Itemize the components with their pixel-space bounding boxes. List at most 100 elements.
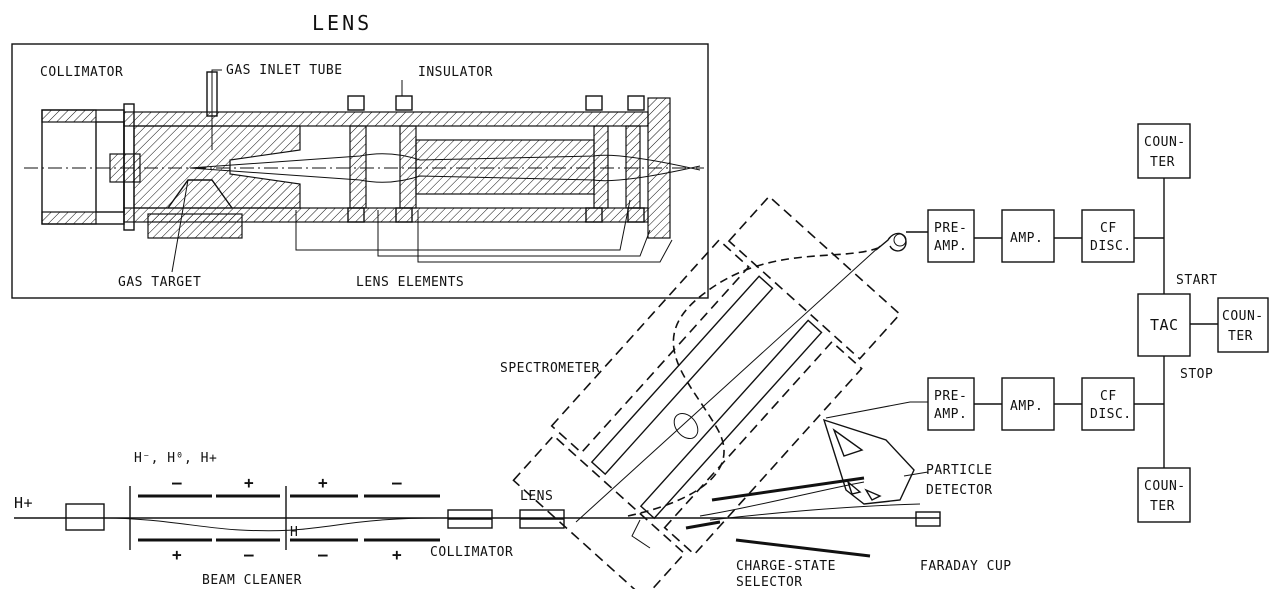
amp-bottom-label: AMP. [1010,399,1043,414]
lens-element-3 [415,139,595,195]
sign-bottom-2: – [244,545,254,564]
cf-disc-top-line1: CF [1100,221,1117,236]
particle-detector-element-1 [832,428,864,457]
label-detector: DETECTOR [926,483,993,498]
faraday-cup [915,511,941,527]
particle-detector-element-3 [864,488,882,501]
insulator-6 [395,207,413,223]
tube-top-wall [123,111,649,127]
sign-bottom-3: – [318,545,328,564]
counter-top-line2: TER [1150,155,1175,170]
label-particle: PARTICLE [926,463,993,478]
lens-element-5 [625,125,641,209]
selector-plate-short [685,520,721,530]
sign-top-2: + [244,473,254,492]
amp-top [1001,209,1055,263]
collimator-top-wall [41,109,97,123]
collimator-bottom-wall [41,211,97,225]
label-collimator-inset: COLLIMATOR [40,65,123,80]
lens-element-1 [349,125,367,209]
electron-detector-coil [893,233,907,247]
insulator-1 [347,95,365,111]
lens-element-2 [399,125,417,209]
insulator-3 [585,95,603,111]
spectrometer-shield-upper [550,238,750,454]
sign-bottom-4: + [392,545,402,564]
spectrometer-exit-block [727,195,901,360]
label-lens-elements: LENS ELEMENTS [356,275,464,290]
beam-envelope-bottom [189,165,701,183]
insulator-8 [627,207,645,223]
cf-disc-top [1081,209,1135,263]
preamp-bottom-line2: AMP. [934,407,967,422]
label-start: START [1176,273,1218,288]
electronics: PRE- AMP. AMP. CF DISC. PRE- AMP. AMP. C… [825,123,1269,523]
gas-target-mount [147,213,243,239]
label-beam-cleaner: BEAM CLEANER [202,573,302,588]
leader-lens-elements-2 [377,210,651,257]
charge-state-path-upper [699,481,865,517]
counter-right-line2: TER [1228,329,1253,344]
cf-disc-top-line2: DISC. [1090,239,1132,254]
leader-lens-elements-3 [417,210,673,263]
entrance-aperture [65,503,105,531]
label-spectrometer: SPECTROMETER [500,361,600,376]
label-h-minus: H⁻ [290,525,307,540]
preamp-top-line2: AMP. [934,239,967,254]
insulator-4 [627,95,645,111]
lens-panel-frame [11,43,709,299]
counter-right [1217,297,1269,353]
label-charge-state: CHARGE-STATE [736,559,836,574]
beamline: H+ H⁻, H⁰, H+ H⁻ – + + – + – – + BEAM CL… [14,195,1012,594]
counter-top-line1: COUN- [1144,135,1186,150]
cf-disc-bottom-line1: CF [1100,389,1117,404]
insulator-2 [395,95,413,111]
cleaned-beam-path [103,517,441,532]
sign-top-3: + [318,473,328,492]
gas-target-cell [133,125,301,209]
gas-target-cone [167,179,233,209]
spectrometer [512,195,901,594]
beam-envelope-top [189,153,701,171]
electron-detector [875,232,907,252]
insulator-7 [585,207,603,223]
amp-top-label: AMP. [1010,231,1043,246]
spectrometer-plate-upper [590,275,774,476]
tac-box [1137,293,1191,357]
leader-lens-elements-1 [295,199,631,251]
leader-particle-detector [903,471,929,477]
selector-plate-upper [711,476,865,502]
preamp-top-line1: PRE- [934,221,967,236]
charge-state-path-mid [709,503,921,521]
particle-detector-housing [822,418,915,505]
label-h-plus: H+ [14,494,33,512]
preamp-bottom [927,377,975,431]
label-insulator: INSULATOR [418,65,493,80]
insulator-5 [347,207,365,223]
wire-particle-detector-preamp [825,401,928,419]
spectrometer-viewing-axis [575,245,881,523]
label-selector: SELECTOR [736,575,803,589]
selector-exit-bracket [631,519,651,549]
counter-right-line1: COUN- [1222,309,1264,324]
label-gas-target: GAS TARGET [118,275,201,290]
counter-bottom [1137,467,1191,523]
lens-element-4 [593,125,609,209]
label-stop: STOP [1180,367,1213,382]
cf-disc-bottom [1081,377,1135,431]
sign-top-4: – [392,473,402,492]
preamp-top [927,209,975,263]
cf-disc-bottom-line2: DISC. [1090,407,1132,422]
label-gas-inlet-tube: GAS INLET TUBE [226,63,343,78]
sign-bottom-1: + [172,545,182,564]
particle-detector-element-2 [846,479,862,495]
sign-top-1: – [172,473,182,492]
selector-plate-lower [735,538,871,558]
label-faraday-cup: FARADAY CUP [920,559,1012,574]
spectrometer-entrance-block [512,434,686,594]
counter-bottom-line2: TER [1150,499,1175,514]
label-species: H⁻, H⁰, H+ [134,451,217,466]
preamp-bottom-line1: PRE- [934,389,967,404]
